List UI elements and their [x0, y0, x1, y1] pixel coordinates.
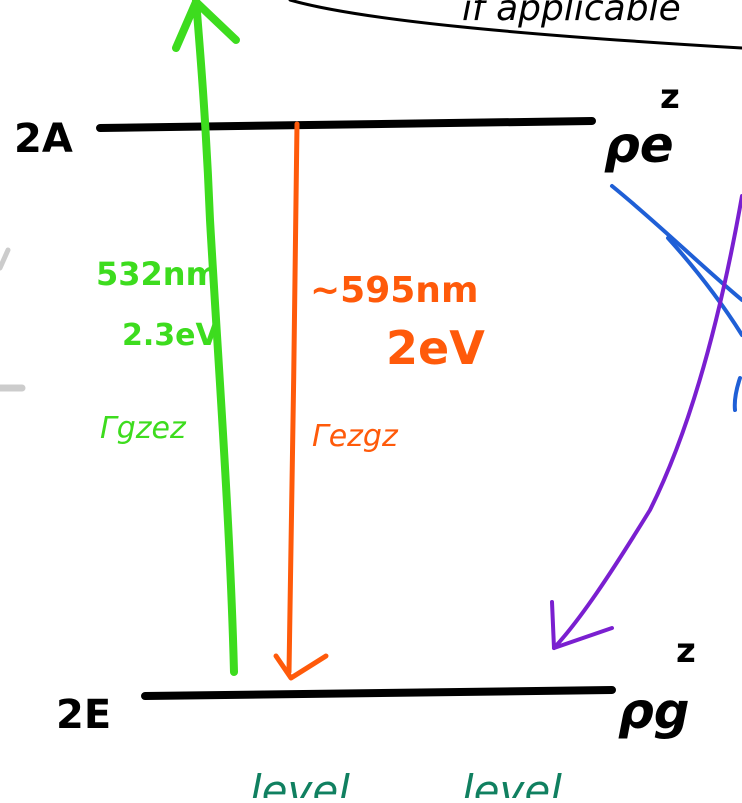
absorption-arrow-head	[172, 0, 240, 52]
absorption-energy: 2.3eV	[122, 318, 219, 353]
emission-rate: Γezgz	[312, 419, 399, 454]
lower-level-left-label: 2E	[56, 692, 111, 738]
absorption-arrow-shaft	[192, 0, 238, 676]
upper-level-line	[96, 117, 596, 132]
absorption-wavelength: 532nm	[96, 255, 219, 293]
upper-level-left-label: 2A	[14, 116, 73, 162]
upper-level-right-superscript: z	[660, 77, 680, 117]
absorption-rate: Γgzez	[100, 411, 187, 446]
top-bracket-curve	[288, 0, 742, 50]
emission-wavelength: ~595nm	[310, 270, 478, 311]
lower-level-right-label: ρg	[618, 682, 690, 740]
lower-level-line	[141, 686, 616, 700]
blue-mark-edge	[732, 376, 742, 412]
blue-line-lower	[666, 236, 742, 337]
bottom-label-right: level	[462, 766, 562, 798]
emission-arrow-shaft	[286, 121, 300, 675]
lower-level-right-superscript: z	[676, 631, 696, 671]
bottom-label-left: level	[250, 766, 350, 798]
blue-line-upper	[610, 184, 742, 302]
left-edge-mark-top	[0, 247, 11, 271]
emission-arrow-head	[273, 653, 329, 681]
upper-level-right-label: ρe	[604, 116, 674, 174]
purple-arrow-head	[550, 600, 614, 650]
emission-energy: 2eV	[386, 321, 485, 375]
purple-arrow-shaft	[552, 194, 742, 650]
top-note: if applicable	[462, 0, 681, 29]
